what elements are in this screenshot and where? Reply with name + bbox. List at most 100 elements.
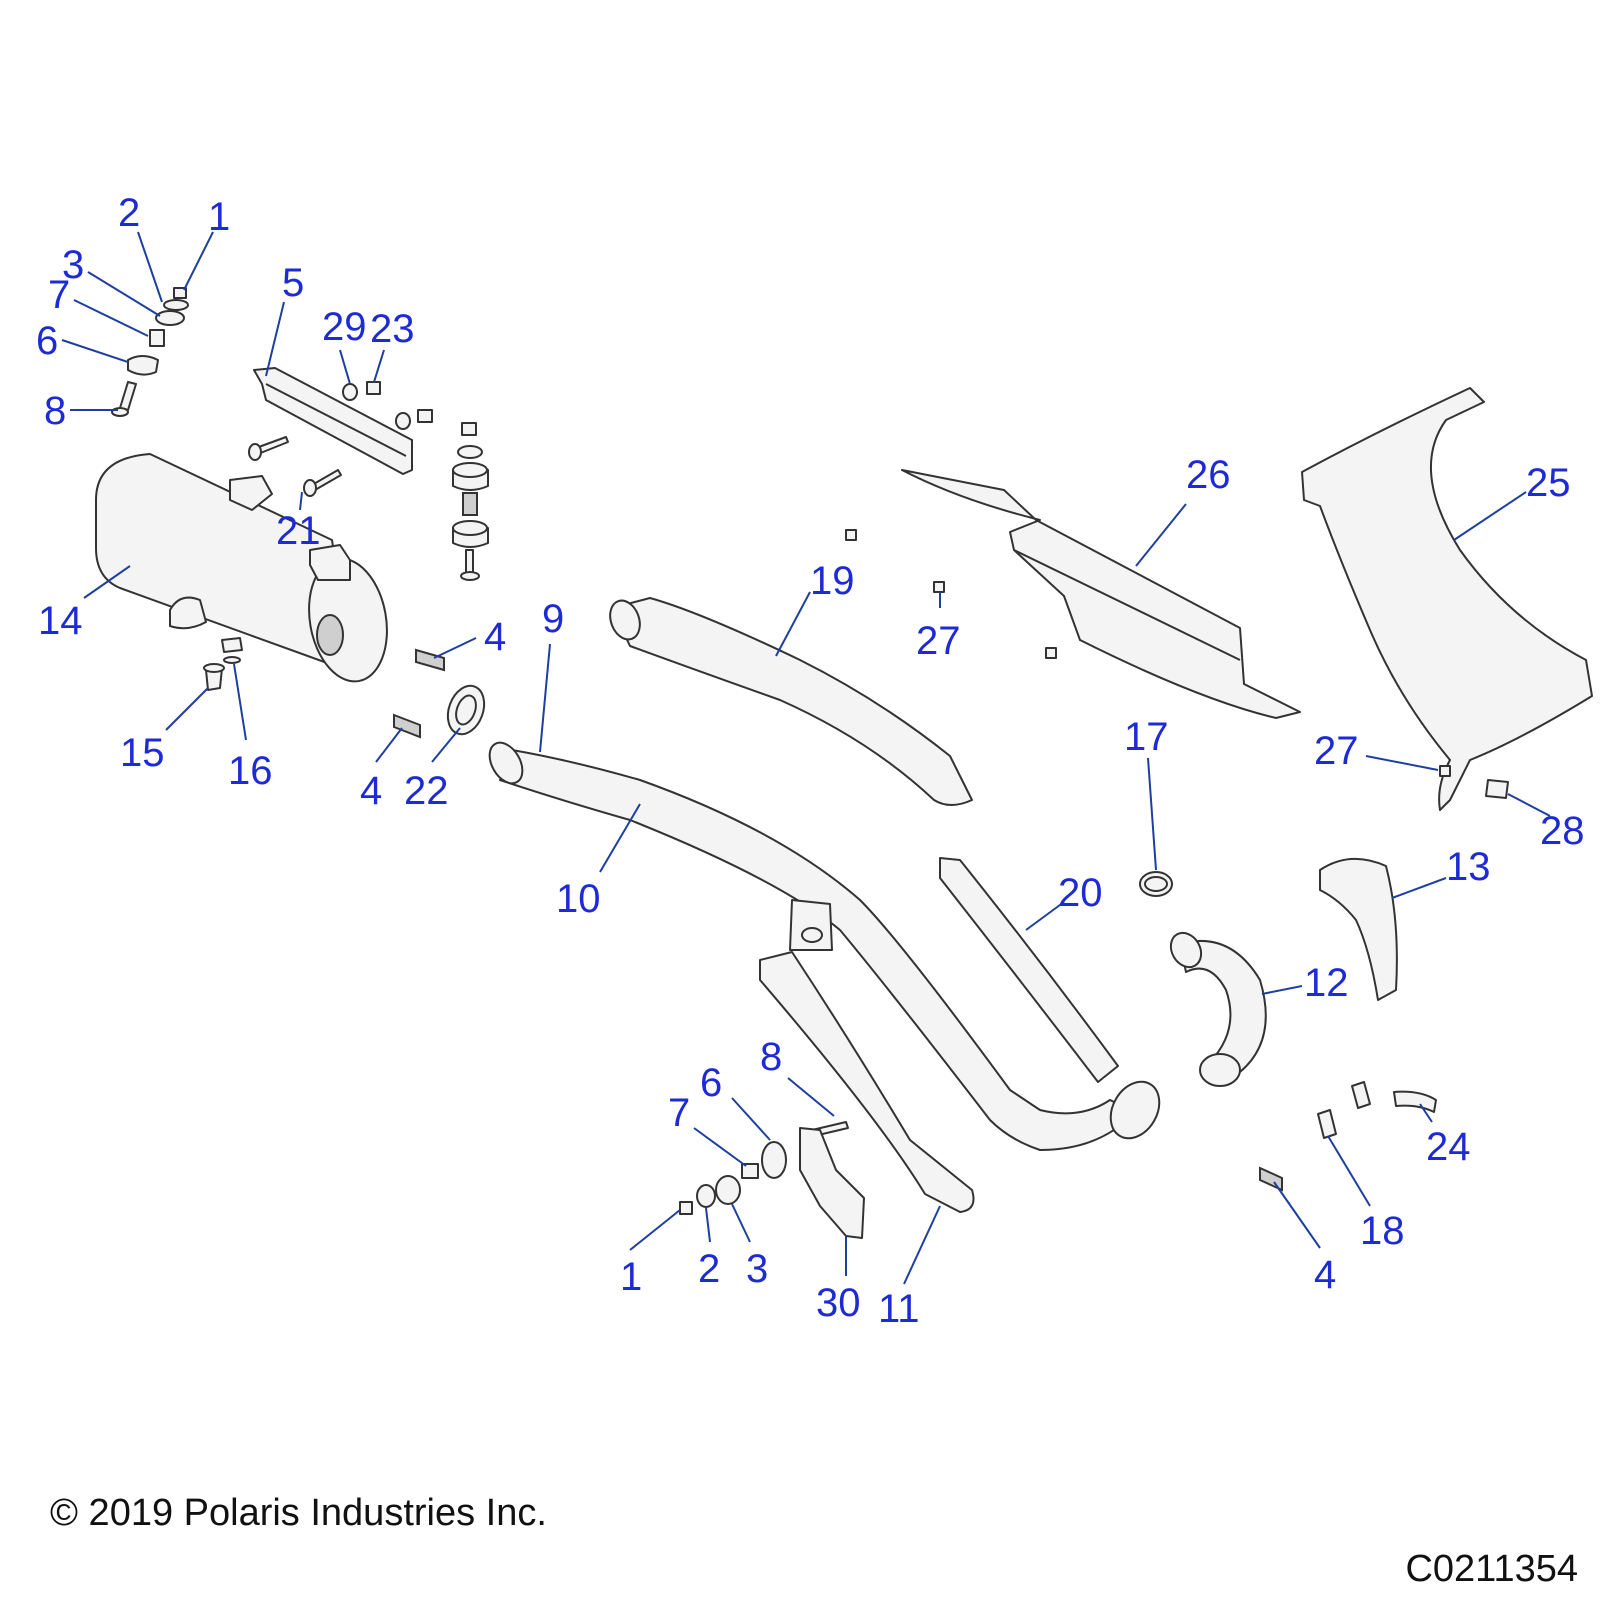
callout-3: 3 xyxy=(62,243,84,287)
leader-27b xyxy=(1365,755,1439,771)
part-10-bracket-hole xyxy=(801,927,823,943)
callout-3-lower: 3 xyxy=(746,1247,768,1291)
part-11-tail-pipe xyxy=(759,951,975,1213)
isolator-grommet-upper-top xyxy=(452,462,488,478)
leader-26 xyxy=(1135,503,1187,567)
leader-8b xyxy=(787,1077,835,1117)
leader-22 xyxy=(431,727,461,763)
part-14-muffler xyxy=(95,453,388,683)
muffler-hanger-tab xyxy=(229,475,273,511)
leader-2b xyxy=(705,1207,711,1243)
part-6-grommet-top xyxy=(127,355,159,376)
callout-13: 13 xyxy=(1446,845,1491,889)
part-26-heat-shield-plate xyxy=(901,469,1301,719)
callout-6-lower: 6 xyxy=(700,1061,722,1105)
leader-11 xyxy=(903,1205,941,1285)
leader-4a xyxy=(433,637,477,659)
part-29-washer-2 xyxy=(395,412,411,430)
callout-4-lower: 4 xyxy=(1314,1253,1336,1297)
isolator-washer xyxy=(457,445,483,459)
callout-6: 6 xyxy=(36,319,58,363)
callout-16: 16 xyxy=(228,749,273,793)
part-2-washer-lower xyxy=(696,1184,716,1208)
lower-mount-stack xyxy=(679,1121,865,1239)
callout-10: 10 xyxy=(556,877,601,921)
callout-4-middle: 4 xyxy=(360,769,382,813)
callout-5: 5 xyxy=(282,261,304,305)
callout-29: 29 xyxy=(322,305,367,349)
callout-12: 12 xyxy=(1304,961,1349,1005)
part-23-nut xyxy=(366,381,381,395)
part-23-nut-2 xyxy=(417,409,433,423)
leader-13 xyxy=(1391,877,1447,899)
leader-28 xyxy=(1507,793,1551,817)
leader-7 xyxy=(73,299,149,337)
part-10-exhaust-pipe xyxy=(499,749,1136,1151)
isolator-grommet-lower-top xyxy=(452,520,488,536)
part-27-fastener-2 xyxy=(933,581,945,593)
part-30-tailpipe-bracket xyxy=(799,1127,865,1239)
leader-5 xyxy=(265,301,285,377)
part-3-washer-lower xyxy=(715,1175,741,1205)
muffler-body xyxy=(95,453,353,673)
part-19-heat-shield xyxy=(611,597,973,806)
part-4-spring-upper xyxy=(415,648,445,672)
part-21-bolt-1-head xyxy=(248,443,262,461)
part-26-bend-line xyxy=(1013,549,1241,661)
leader-4c xyxy=(1273,1181,1321,1249)
leader-4b xyxy=(375,727,403,763)
part-27-fastener-4 xyxy=(1439,765,1451,777)
callout-27-upper: 27 xyxy=(916,619,961,663)
part-19-shield-end xyxy=(609,599,641,641)
part-7-spacer-lower xyxy=(741,1163,759,1179)
part-7-spacer-top xyxy=(149,329,165,347)
callout-7-lower: 7 xyxy=(668,1091,690,1135)
part-9-clamp-end xyxy=(488,741,524,785)
part-15-plug-head xyxy=(203,663,225,673)
part-17-seal-ring-inner xyxy=(1144,876,1168,892)
callout-11: 11 xyxy=(878,1287,920,1331)
part-20-pipe-shield xyxy=(939,857,1119,1083)
part-17-seal-ring xyxy=(1139,871,1173,897)
part-8-bolt-top xyxy=(119,381,137,411)
callout-labels: 1 2 3 7 6 8 5 29 23 21 14 4 9 19 27 26 2… xyxy=(36,191,1585,1331)
isolator-nut xyxy=(461,422,477,436)
part-5-bracket-bend xyxy=(265,383,407,457)
leader-21 xyxy=(299,491,303,511)
muffler-outlet-perforation xyxy=(316,614,344,656)
leader-3 xyxy=(87,271,161,317)
leader-9 xyxy=(539,643,551,753)
part-24-clamp xyxy=(1393,1090,1437,1113)
leader-1 xyxy=(183,231,214,291)
part-12-elbow-flange xyxy=(1169,931,1203,969)
part-18-stud-1 xyxy=(1351,1081,1371,1109)
part-3-washer-top xyxy=(155,310,185,326)
muffler-hanger-tab-2 xyxy=(309,544,351,581)
callout-27-lower: 27 xyxy=(1314,729,1359,773)
part-4-spring-lower xyxy=(1259,1166,1283,1192)
part-29-washer xyxy=(342,383,358,401)
leader-3b xyxy=(731,1203,751,1243)
callout-1: 1 xyxy=(208,195,230,239)
callout-8-lower: 8 xyxy=(760,1035,782,1079)
isolator-stack xyxy=(452,422,489,581)
leader-10 xyxy=(599,803,641,873)
callout-9: 9 xyxy=(542,597,564,641)
part-10-pipe-flange xyxy=(1109,1080,1161,1140)
leader-14 xyxy=(83,565,131,599)
callout-18: 18 xyxy=(1360,1209,1405,1253)
callout-15: 15 xyxy=(120,731,165,775)
muffler-inlet-stub xyxy=(169,596,207,630)
callout-7: 7 xyxy=(48,273,70,317)
isolator-bolt xyxy=(465,549,474,575)
callout-21: 21 xyxy=(276,509,321,553)
callout-24: 24 xyxy=(1426,1125,1471,1169)
isolator-bolt-head xyxy=(460,571,480,581)
parts-layer xyxy=(95,287,1593,1239)
callout-14: 14 xyxy=(38,599,83,643)
callout-25: 25 xyxy=(1526,461,1571,505)
callout-22: 22 xyxy=(404,769,449,813)
callout-26: 26 xyxy=(1186,453,1231,497)
part-28-clip xyxy=(1485,779,1509,799)
